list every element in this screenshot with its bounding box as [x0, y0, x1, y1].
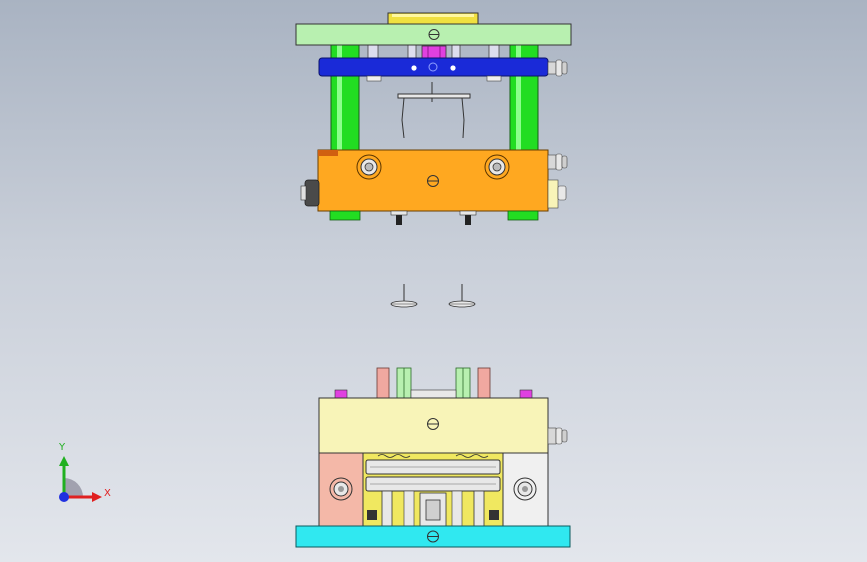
x-axis-label: X	[104, 488, 111, 499]
water-fitting	[547, 59, 568, 77]
lower-mold-assembly[interactable]	[295, 367, 571, 548]
upper-mold-assembly[interactable]	[295, 12, 572, 225]
cavity-plate[interactable]	[317, 149, 549, 212]
molded-parts[interactable]	[390, 284, 476, 308]
coordinate-triad	[59, 456, 102, 502]
z-axis-dot	[59, 492, 69, 502]
socket-screw-right	[484, 154, 510, 180]
support-block-right[interactable]	[502, 452, 549, 527]
cooling-fittings	[547, 153, 568, 209]
sprue-nozzle[interactable]	[421, 45, 447, 59]
socket-screw-left	[356, 154, 382, 180]
y-axis-label: Y	[59, 442, 66, 453]
runner-puller	[397, 82, 471, 139]
triad-plane-icon	[64, 478, 83, 497]
